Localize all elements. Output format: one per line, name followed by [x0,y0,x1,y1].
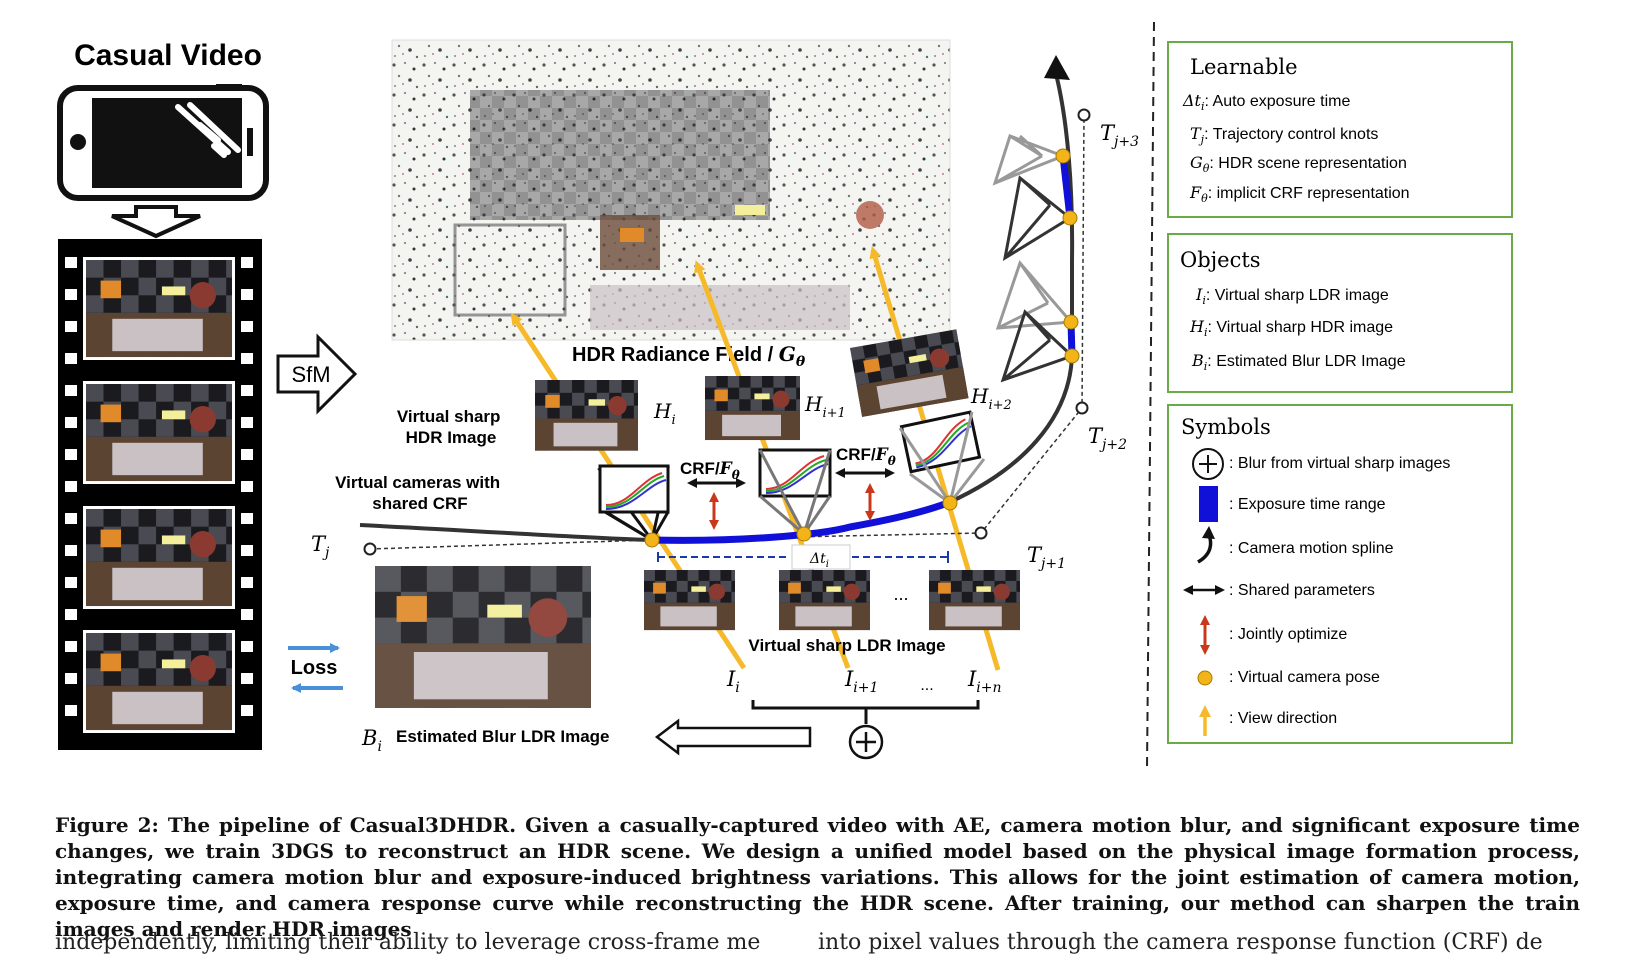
label-tj: Tj [311,532,330,561]
legend-learnable: Learnable Δti: Auto exposure time Tj: Tr… [1167,41,1513,218]
virtual-camera [898,410,986,505]
label-ii1: Ii+1 [844,667,878,696]
legend-item: Δti: Auto exposure time [1182,91,1350,113]
legend-item: : Shared parameters [1229,582,1375,599]
radiance-field-label: HDR Radiance Field / Gθ [572,342,806,370]
label-hi: Hi [653,399,676,428]
camera-pose-dot [1062,210,1078,226]
exposure-range-segment [1059,155,1074,219]
ldr-image [644,570,735,631]
virtual-camera [992,134,1075,383]
camera-pose-dot [1064,348,1080,364]
video-frame [83,257,235,360]
video-frame [83,381,235,484]
plus-circle-icon [1192,448,1224,480]
label-hi1: Hi+1 [804,392,846,421]
left-arrow-icon [654,718,812,756]
virtual-sharp-hdr-label: Virtual sharp HDR Image [397,407,505,447]
estimated-blur-label: Estimated Blur LDR Image [396,727,610,746]
figure-caption: Figure 2: The pipeline of Casual3DHDR. G… [55,813,1580,941]
control-knot [1075,401,1089,415]
down-arrow-icon [111,205,201,239]
camera-pose-dot [796,526,812,542]
legend-item: Bi: Estimated Blur LDR Image [1191,351,1406,373]
crf-label: CRF/Fθ [680,459,740,482]
label-tj3: Tj+3 [1100,121,1139,150]
legend-item: : Camera motion spline [1229,540,1394,557]
ldr-image [929,570,1020,631]
sum-bracket [751,700,980,710]
film-strip [58,239,262,750]
virtual-cameras-label: Virtual cameras with shared CRF [335,473,505,513]
delta-t-box [791,544,851,570]
legend-objects: Objects Ii: Virtual sharp LDR image Hi: … [1167,233,1513,393]
legend-item: : Jointly optimize [1229,626,1347,643]
exposure-range-icon [1199,486,1218,522]
virtual-sharp-ldr-label: Virtual sharp LDR Image [748,636,945,655]
control-knot [974,526,988,540]
exposure-range-segment [650,498,952,544]
camera-pose-dot [644,532,660,548]
legend-item: : View direction [1229,710,1337,727]
separator [1146,21,1155,769]
legend-item: : Exposure time range [1229,496,1386,513]
label-ii: Ii [726,667,740,696]
symbols-title: Symbols [1181,415,1271,439]
phone-icon [57,84,269,201]
ldr-image [779,570,870,631]
blur-image [375,566,591,708]
control-knot [363,542,377,556]
crf-label: CRF/Fθ [836,445,896,468]
legend-item: : Blur from virtual sharp images [1229,455,1450,472]
camera-pose-dot [1055,148,1071,164]
i-ellipsis: ... [920,677,933,694]
label-tj1: Tj+1 [1027,543,1066,572]
legend-item: Tj: Trajectory control knots [1190,124,1378,146]
camera-pose-dot [1063,314,1079,330]
sfm-label: SfM [291,362,330,387]
body-text-fragment: into pixel values through the camera res… [818,930,1543,955]
spline-arrowhead [1044,55,1070,80]
pose-dot-icon [1197,670,1213,686]
legend-symbols: Symbols : Blur from virtual sharp images… [1167,404,1513,744]
hdr-image-hi2 [850,329,969,417]
hdr-image-hi [535,380,638,451]
learnable-title: Learnable [1190,55,1298,79]
hdr-radiance-field-image [391,39,951,341]
body-text-fragment: independently, limiting their ability to… [55,930,761,955]
hdr-image-hi1 [705,376,800,441]
legend-item: : Virtual camera pose [1229,669,1380,686]
label-iin: Ii+n [967,667,1002,696]
casual-video-title: Casual Video [74,39,262,72]
label-bi: Bi [361,726,382,755]
virtual-camera [597,464,670,544]
video-frame [83,506,235,609]
legend-item: Gθ: HDR scene representation [1190,153,1407,175]
legend-item: Fθ: implicit CRF representation [1189,183,1410,205]
label-tj2: Tj+2 [1088,424,1127,453]
ldr-ellipsis: ... [893,584,908,604]
label-hi2: Hi+2 [970,384,1012,413]
loss-label: Loss [291,657,338,679]
video-frame [83,630,235,733]
sfm-arrow [276,333,358,415]
blur-sum-icon [848,724,884,760]
control-knot [1077,108,1091,122]
legend-item: Ii: Virtual sharp LDR image [1195,285,1389,307]
legend-item: Hi: Virtual sharp HDR image [1189,317,1393,339]
camera-pose-dot [942,495,958,511]
virtual-camera [758,448,832,536]
delta-t-label: Δti [809,551,829,570]
objects-title: Objects [1180,248,1261,272]
